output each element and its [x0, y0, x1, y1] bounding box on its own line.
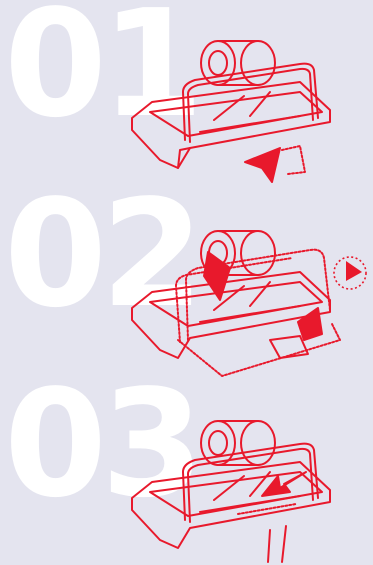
step-number: 02 [4, 168, 204, 340]
step-01: 01 [0, 0, 373, 183]
tape-dispenser-pull-icon [131, 40, 331, 183]
step-number: 01 [4, 0, 204, 150]
tape-dispenser-tear-icon [131, 230, 341, 377]
step-number: 03 [4, 358, 204, 530]
tape-dispenser-reset-icon [131, 420, 331, 563]
timer-icon [333, 256, 367, 290]
step-03: 03 [0, 370, 373, 563]
step-02: 02 [0, 180, 373, 377]
